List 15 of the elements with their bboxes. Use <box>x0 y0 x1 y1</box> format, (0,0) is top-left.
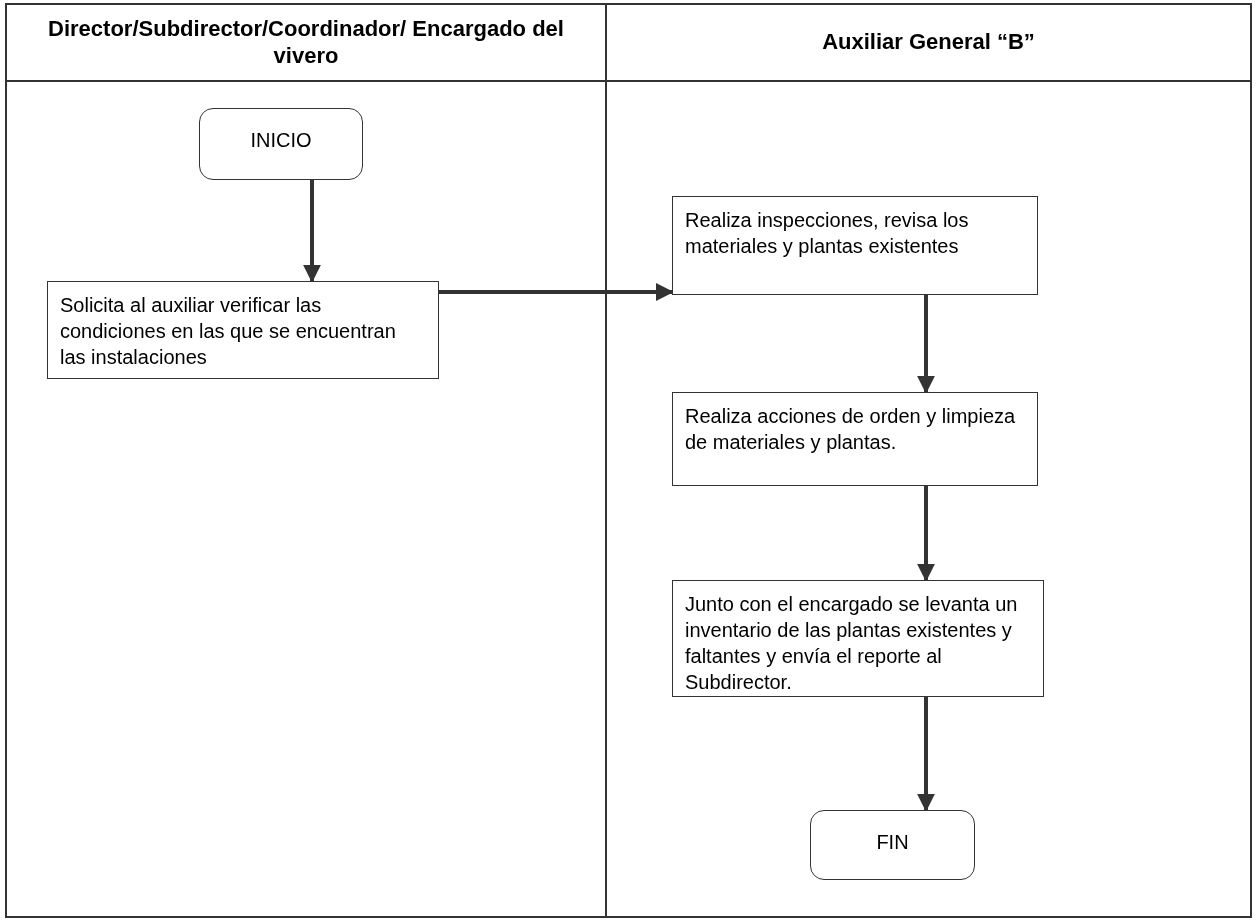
arrow <box>917 295 935 394</box>
arrow <box>439 283 674 301</box>
terminal-box: INICIO <box>199 108 363 180</box>
arrow <box>303 180 321 283</box>
swimlane <box>5 3 607 918</box>
process-box: Junto con el encargado se levanta un inventario de las plantas existentes y faltantes y envía el reporte al Subdirector. <box>672 580 1044 697</box>
process-box: Realiza acciones de orden y limpieza de materiales y plantas. <box>672 392 1038 486</box>
lane-header: Director/Subdirector/Coordinador/ Encargado del vivero <box>47 16 565 69</box>
terminal-box: FIN <box>810 810 975 880</box>
arrow <box>917 486 935 582</box>
process-box: Solicita al auxiliar verificar las condiciones en las que se encuentran las instalaciones <box>47 281 439 379</box>
swimlane <box>605 3 1252 918</box>
lane-header: Auxiliar General “B” <box>822 29 1035 56</box>
arrow <box>917 697 935 812</box>
process-box: Realiza inspecciones, revisa los materiales y plantas existentes <box>672 196 1038 295</box>
